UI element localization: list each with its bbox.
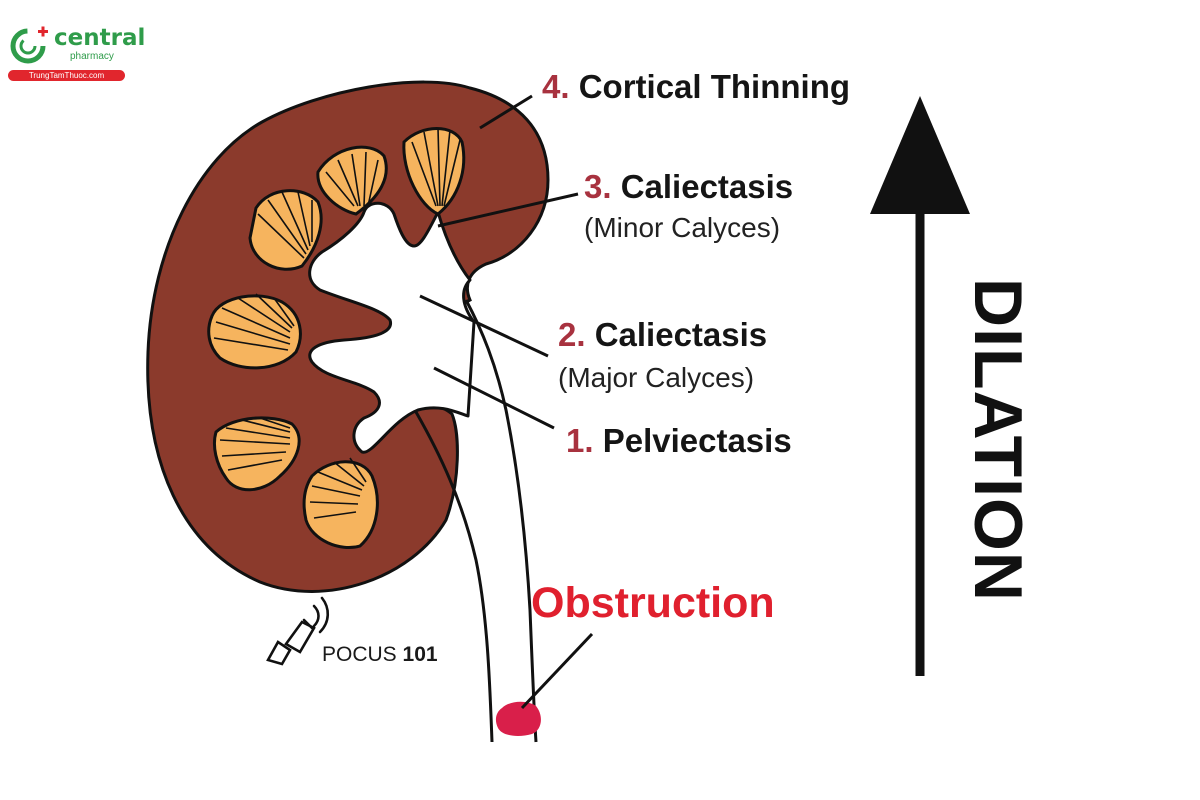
- pocus-101-brand: POCUS 101: [322, 644, 438, 665]
- logo-ring-icon: [10, 26, 48, 64]
- ureter-right-wall: [464, 299, 538, 743]
- collecting-system: [308, 201, 476, 454]
- dilation-label: DILATION: [960, 277, 1036, 603]
- label-caliectasis-minor-sub: (Minor Calyces): [584, 212, 781, 243]
- leader-caliectasis-minor: [437, 192, 579, 228]
- leader-lines: [419, 94, 594, 710]
- label-caliectasis-major-sub: (Major Calyces): [558, 362, 755, 393]
- pyramid-top-right: [402, 127, 466, 216]
- pyramid-middle-left: [207, 294, 302, 370]
- label-pelviectasis: 1. Pelviectasis: [566, 422, 792, 459]
- obstruction-mark: [495, 701, 541, 736]
- leader-caliectasis-major: [419, 294, 549, 358]
- label-caliectasis-minor: 3. Caliectasis: [584, 168, 794, 205]
- pyramid-bottom: [302, 460, 379, 549]
- label-caliectasis-major: 2. Caliectasis: [558, 316, 768, 353]
- brand-name: central: [54, 25, 146, 51]
- ultrasound-probe-icon: [266, 596, 330, 666]
- arrow-up-icon: [870, 96, 970, 676]
- obstruction-label: Obstruction: [531, 579, 775, 627]
- label-cortical-thinning: 4. Cortical Thinning: [542, 68, 851, 105]
- central-pharmacy-logo: central pharmacy TrungTamThuoc.com: [8, 24, 145, 84]
- brand-url: TrungTamThuoc.com: [8, 70, 125, 81]
- ureter-left-wall: [414, 411, 494, 743]
- pyramid-striations: [213, 127, 461, 519]
- pocus-prefix: POCUS: [322, 643, 397, 666]
- leader-obstruction: [520, 632, 594, 710]
- pocus-number: 101: [402, 643, 438, 666]
- brand-sub: pharmacy: [70, 51, 114, 62]
- leader-cortical-thinning: [479, 94, 533, 130]
- leader-pelviectasis: [433, 366, 555, 430]
